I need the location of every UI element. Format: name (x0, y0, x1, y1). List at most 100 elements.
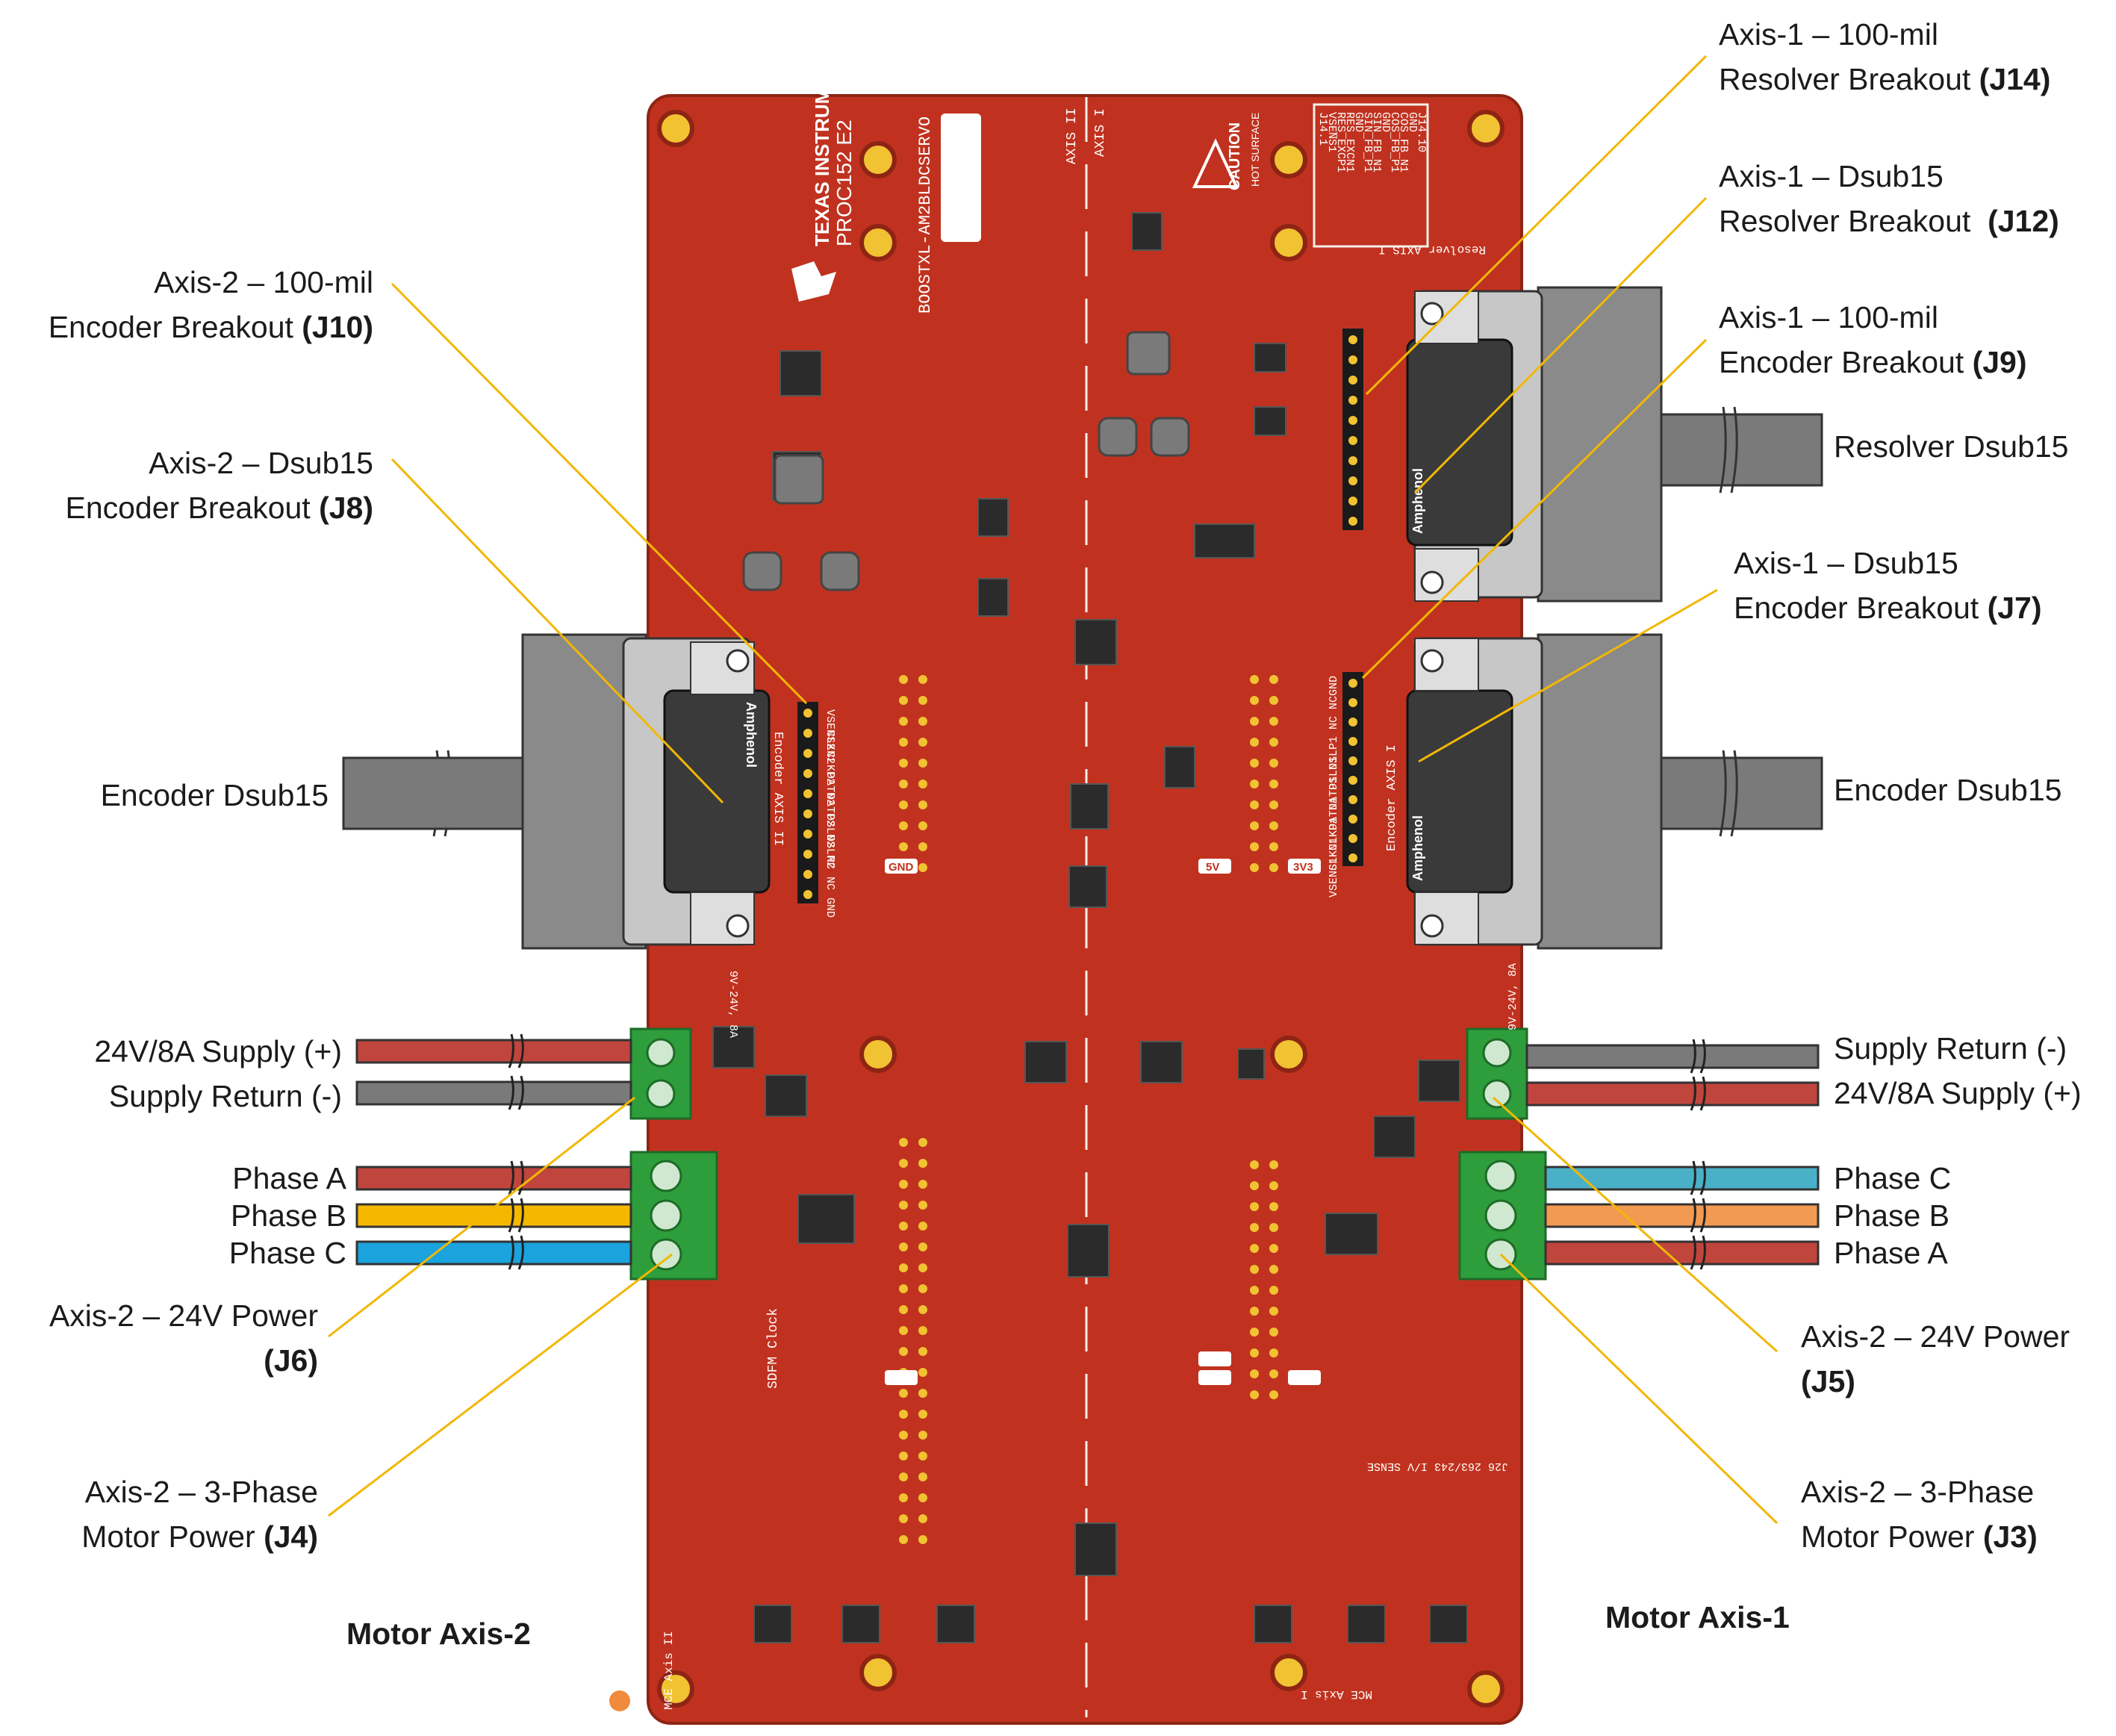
pinfield-pin (1269, 675, 1278, 684)
terminal-motor-right (1458, 1151, 1547, 1281)
pinfield-pin (918, 1222, 927, 1231)
pinfield-pin (918, 675, 927, 684)
revision-text: PROC152 E2 (833, 119, 856, 246)
pinfield-pin (899, 1180, 908, 1189)
j10-pin-label: NC (824, 877, 836, 890)
callout-j14-line1: Axis-1 – 100-mil (1719, 17, 1938, 52)
header-pin (803, 709, 812, 718)
j9-pin-label: CLKP1 (1328, 817, 1340, 850)
tag-5v: 5V (1206, 861, 1219, 874)
header-pin (1348, 456, 1357, 465)
callout-j9-ref: (J9) (1972, 345, 2027, 379)
j9-pin-label: GND (1328, 676, 1340, 696)
pinfield-pin (1269, 1223, 1278, 1232)
pinfield-pin (918, 717, 927, 726)
callout-j10-line2: Encoder Breakout (48, 310, 302, 344)
supply-left-silk: 9V-24V, 8A (726, 971, 739, 1038)
pinfield-pin (918, 1493, 927, 1502)
pinfield-pin (918, 821, 927, 830)
pinfield-pin (899, 696, 908, 705)
pinfield-pin (1250, 800, 1259, 809)
pinfield-pin (1269, 1328, 1278, 1337)
pinfield-pin (899, 1514, 908, 1523)
callout-j9: Axis-1 – 100-mil Encoder Breakout (J9) (1719, 295, 2027, 385)
pinfield-pin (899, 1431, 908, 1440)
pinfield-pin (918, 1159, 927, 1168)
callout-j14-ref: (J14) (1979, 62, 2051, 96)
header-pin (1348, 517, 1357, 526)
header-pin (1348, 776, 1357, 785)
leader-lines (328, 55, 1779, 1525)
section-axis2: Motor Axis-2 (346, 1617, 531, 1651)
wire-right-phase-c: Phase C (1834, 1161, 1952, 1195)
header-pin (803, 749, 812, 758)
callout-j9-line1: Axis-1 – 100-mil (1719, 300, 1938, 335)
j14-pin-labels: J14.10GNDCOS_FB_N1COS_FB_P1GNDSIN_FB_N1S… (1316, 112, 1428, 172)
header-pin (803, 789, 812, 798)
cable-encoder-right-label: Encoder Dsub15 (1834, 773, 2062, 807)
ic-packages (712, 212, 1468, 1643)
pinfield-pin (899, 1263, 908, 1272)
header-pin (1348, 698, 1357, 707)
pinfield-pin (1250, 1202, 1259, 1211)
pcb-board (647, 94, 1523, 1725)
tag-gnd: GND (889, 861, 914, 874)
header-pin (803, 809, 812, 818)
header-pin (1348, 476, 1357, 485)
header-pin (803, 769, 812, 778)
pinfield-pin (1269, 1244, 1278, 1253)
pinfield-pin (918, 1242, 927, 1251)
j9-pin-label: NC (1328, 696, 1340, 709)
pinfield-pin (1269, 1160, 1278, 1169)
pinfield-pin (1250, 696, 1259, 705)
header-pin (1348, 834, 1357, 843)
pinfield-pin (918, 1138, 927, 1147)
pinfield-pin (899, 1222, 908, 1231)
j10-pin-label: DSLN2 (824, 814, 836, 847)
pinfield-pin (1250, 1390, 1259, 1399)
pinfield-pin (1269, 1369, 1278, 1378)
callout-j8: Axis-2 – Dsub15 Encoder Breakout (J8) (65, 441, 373, 530)
pinfield-pin (1269, 780, 1278, 788)
callout-j8-line1: Axis-2 – Dsub15 (149, 446, 373, 480)
amphenol-right: Amphenol (1410, 815, 1425, 881)
wires-right (1525, 1044, 1820, 1266)
wire-right-phase-a: Phase A (1834, 1236, 1948, 1270)
header-pins (803, 335, 1357, 899)
pinfield-pin (1250, 738, 1259, 747)
callout-j14-line2: Resolver Breakout (1719, 62, 1979, 96)
j14-pin-label: J14.1 (1316, 112, 1329, 146)
pinfield-pin (1269, 717, 1278, 726)
pinfield-pin (1250, 842, 1259, 851)
callout-j5: Axis-2 – 24V Power (J5) (1801, 1314, 2070, 1404)
pinfield-pin (899, 1242, 908, 1251)
pinfield-pin (1250, 759, 1259, 768)
cable-resolver-label: Resolver Dsub15 (1834, 429, 2069, 464)
pinfield-pin (918, 1514, 927, 1523)
j14-pin-label: GND (1406, 112, 1419, 132)
pinfield-pin (1250, 863, 1259, 872)
callout-j6: Axis-2 – 24V Power (J6) (49, 1293, 318, 1383)
header-pin (803, 850, 812, 859)
encoder-axis2-silk: Encoder AXIS II (771, 732, 785, 846)
pinfield-pin (1250, 1307, 1259, 1316)
pinfield-pin (899, 738, 908, 747)
pinfield-pin (918, 1452, 927, 1460)
wire-right-supply-pos: 24V/8A Supply (+) (1834, 1076, 2082, 1110)
j10-pin-label: NC (824, 856, 836, 869)
callout-j10-line1: Axis-2 – 100-mil (154, 265, 373, 299)
header-pin (1348, 815, 1357, 824)
header-pin (803, 729, 812, 738)
j10-pin-label: DATP2 (824, 793, 836, 827)
cable-encoder-left-label: Encoder Dsub15 (100, 778, 329, 812)
j14-pin-label: J14.10 (1415, 112, 1428, 152)
callout-j8-ref: (J8) (319, 491, 373, 525)
wires-left (355, 1039, 632, 1266)
callout-j7-ref: (J7) (1987, 591, 2042, 625)
callout-j4-line1: Axis-2 – 3-Phase (84, 1475, 318, 1509)
wire-left-phase-a: Phase A (232, 1161, 346, 1195)
pinfield-pin (1250, 821, 1259, 830)
dsub-encoder-left (342, 633, 771, 950)
pinfield-pin (918, 800, 927, 809)
pinfield-pin (1269, 738, 1278, 747)
